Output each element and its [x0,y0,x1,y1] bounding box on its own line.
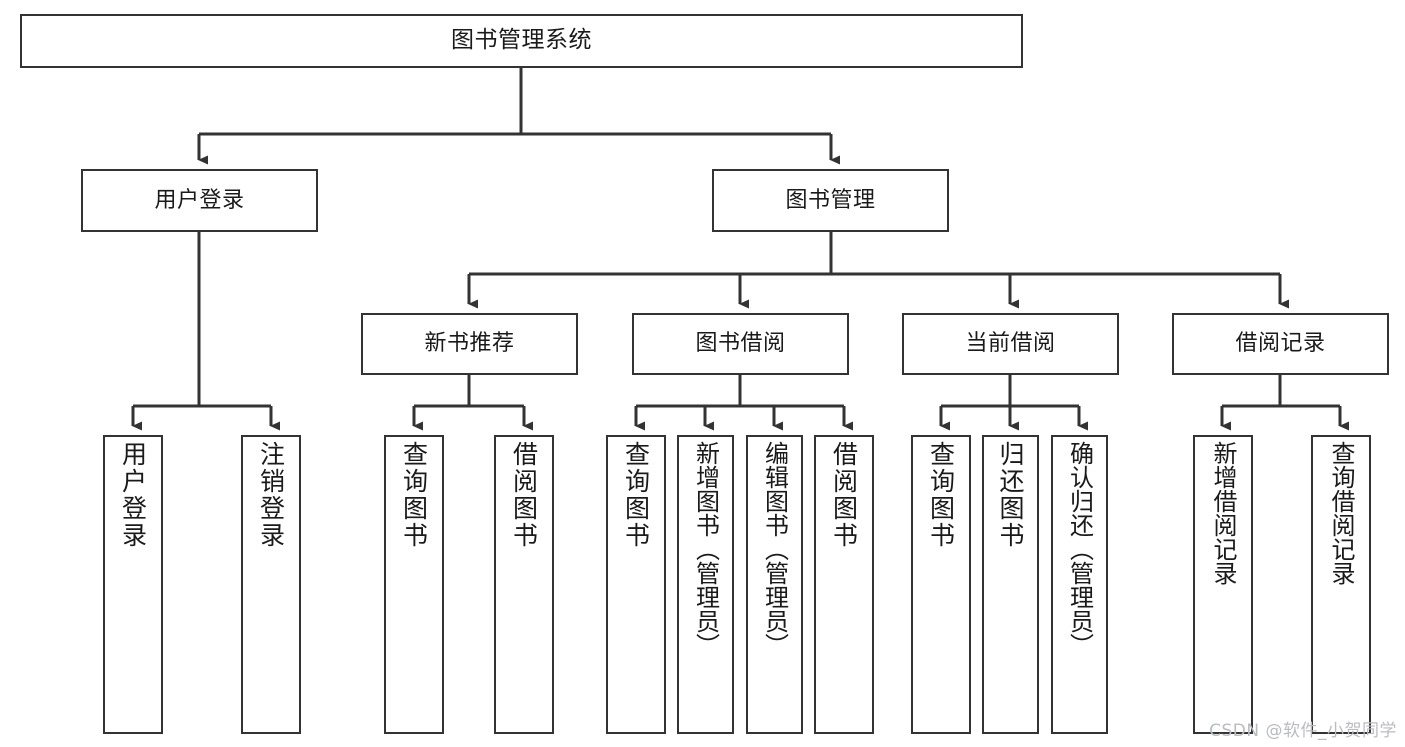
node-new-book-recommend[interactable]: 新书推荐 [361,313,578,375]
leaf-query-borrow-record[interactable]: 查询借阅记录 [1311,435,1371,734]
leaf-return-book[interactable]: 归还图书 [982,435,1039,734]
node-root-system-label: 图书管理系统 [451,27,592,54]
node-user-login[interactable]: 用户登录 [81,169,318,232]
leaf-confirm-return-admin[interactable]: 确认归还（管理员） [1051,435,1108,734]
node-current-borrow-label: 当前借阅 [965,331,1056,357]
node-borrow-record-label: 借阅记录 [1235,331,1326,357]
leaf-borrow-book-1-label: 借阅图书 [509,441,539,549]
leaf-logout-label: 注销登录 [256,441,286,549]
leaf-add-book-admin[interactable]: 新增图书（管理员） [677,435,734,734]
leaf-add-book-admin-label: 新增图书（管理员） [691,441,720,657]
leaf-query-borrow-record-label: 查询借阅记录 [1327,441,1355,585]
leaf-query-book-1[interactable]: 查询图书 [384,435,444,734]
leaf-borrow-book-1[interactable]: 借阅图书 [494,435,554,734]
leaf-query-book-2-label: 查询图书 [621,441,651,549]
node-borrow-record[interactable]: 借阅记录 [1172,313,1389,375]
node-book-borrow[interactable]: 图书借阅 [632,313,849,375]
leaf-query-book-3[interactable]: 查询图书 [911,435,971,734]
node-new-book-recommend-label: 新书推荐 [424,331,515,357]
node-user-login-label: 用户登录 [154,187,245,213]
node-book-management[interactable]: 图书管理 [712,169,949,232]
leaf-add-borrow-record-label: 新增借阅记录 [1209,441,1237,585]
node-root-system[interactable]: 图书管理系统 [20,14,1023,68]
leaf-edit-book-admin-label: 编辑图书（管理员） [760,441,789,657]
leaf-logout[interactable]: 注销登录 [241,435,301,734]
leaf-return-book-label: 归还图书 [996,441,1025,549]
leaf-edit-book-admin[interactable]: 编辑图书（管理员） [746,435,803,734]
leaf-query-book-1-label: 查询图书 [399,441,429,549]
leaf-user-login[interactable]: 用户登录 [103,435,163,734]
leaf-add-borrow-record[interactable]: 新增借阅记录 [1193,435,1253,734]
csdn-watermark: CSDN @软件_小贺同学 [1209,721,1397,741]
leaf-query-book-2[interactable]: 查询图书 [606,435,666,734]
leaf-borrow-book-2-label: 借阅图书 [829,441,859,549]
node-book-management-label: 图书管理 [785,187,876,213]
leaf-borrow-book-2[interactable]: 借阅图书 [814,435,874,734]
leaf-confirm-return-admin-label: 确认归还（管理员） [1065,441,1094,657]
leaf-query-book-3-label: 查询图书 [926,441,956,549]
node-current-borrow[interactable]: 当前借阅 [902,313,1119,375]
leaf-user-login-label: 用户登录 [118,441,148,549]
node-book-borrow-label: 图书借阅 [695,331,786,357]
